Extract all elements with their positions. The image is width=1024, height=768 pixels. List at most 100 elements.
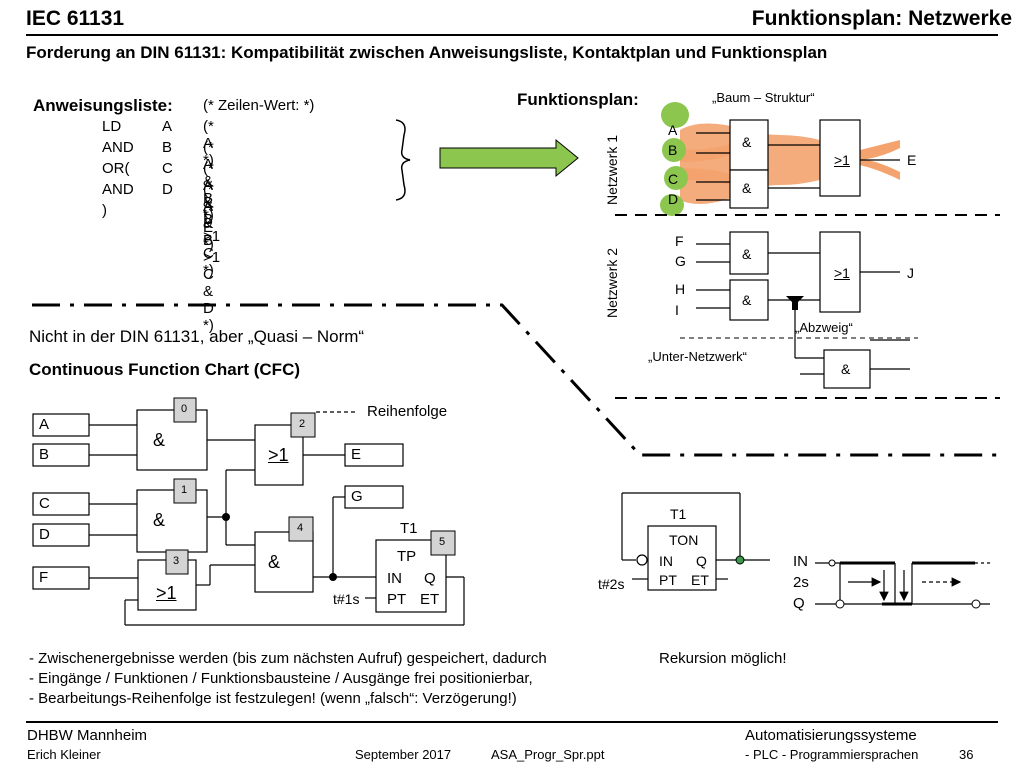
il-comment: (* E *) [203,202,214,253]
footer-file: ASA_Progr_Spr.ppt [491,747,605,762]
order-box-2 [290,412,316,438]
n2-and1-gate [729,231,769,275]
n1-input-d: D [668,191,679,207]
il-op: OR( [102,160,130,177]
cfc-timer-type: TP [397,548,417,565]
n1-input-c: C [668,171,679,187]
cfc-input-c-label: C [39,495,50,512]
ton-name: T1 [670,506,687,522]
cfc-and0-label: & [153,430,166,450]
note-line-1: - Zwischenergebnisse werden (bis zum näc… [29,650,547,667]
ton-q: Q [696,553,707,569]
tree-structure-highlight [660,102,900,216]
cfc-input-d-label: D [39,526,50,543]
n1-output-e: E [907,152,917,168]
n2-and2-label: & [742,292,752,308]
il-arg: B [162,139,173,156]
sub-network-and-label: & [841,361,851,377]
n2-input-i: I [675,302,679,318]
il-op: LD [102,118,122,135]
cfc-input-f-label: F [39,569,49,586]
cfc-and4-label: & [268,552,281,572]
ton-pt: PT [659,572,677,588]
il-comment: (* A & B *) [203,139,214,224]
cfc-timer-et: ET [420,591,440,608]
ton-type: TON [669,532,699,548]
il-arg: D [162,181,173,198]
header-right-title: Funktionsplan: Netzwerke [751,7,1012,30]
il-op: ) [102,202,107,219]
il-comment: (* A & B >1 C & D *) [203,181,221,334]
branch-marker-icon [786,296,804,310]
cfc-input-b-label: B [39,446,50,463]
cfc-heading: Continuous Function Chart (CFC) [29,360,301,379]
n2-output-j: J [907,265,914,281]
branch-label: „Abzweig“ [795,320,853,335]
order-number-2: 2 [299,418,306,430]
order-box-5 [430,530,456,556]
ton-et: ET [691,572,709,588]
cfc-junction-dot [329,573,337,581]
cfc-timer-in: IN [387,570,402,587]
n2-or-label: >1 [834,265,850,281]
order-label: Reihenfolge [367,403,448,420]
cfc-timer-pt: PT [387,591,407,608]
timing-label-2s: 2s [793,574,809,591]
footer-date: September 2017 [355,747,452,762]
tree-label: „Baum – Struktur“ [712,90,815,105]
n2-and1-label: & [742,246,752,262]
cfc-output-e-label: E [351,446,362,463]
cfc-junction-dot [222,513,230,521]
section-separator [32,303,1000,457]
n2-input-f: F [675,233,684,249]
order-box-0 [173,397,197,423]
il-arg: C [162,160,173,177]
order-number-5: 5 [439,536,446,548]
header-left-title: IEC 61131 [26,7,125,30]
il-arg: A [162,118,173,135]
cfc-and1-label: & [153,510,166,530]
timing-marker [971,599,981,609]
note-line-3: - Bearbeitungs-Reihenfolge ist festzuleg… [29,690,517,707]
n2-and2-gate [729,279,769,321]
il-comment: (* A *) [203,118,214,169]
cfc-input-a-label: A [39,416,50,433]
cfc-or3-label: >1 [156,583,177,603]
footer-org: DHBW Mannheim [27,727,148,744]
cfc-timer-q: Q [424,570,436,587]
n1-and1-label: & [742,134,752,150]
footer-rule [26,721,998,723]
order-number-0: 0 [181,403,188,415]
footer-course: Automatisierungssysteme [745,727,917,744]
n2-or-gate [819,231,861,313]
n1-input-a: A [668,122,678,138]
sub-network-label: „Unter-Netzwerk“ [648,349,747,364]
n1-and2-label: & [742,180,752,196]
header-rule [26,34,998,36]
cfc-and-4 [254,531,314,593]
order-number-4: 4 [297,522,304,534]
fbd-heading: Funktionsplan: [517,90,639,109]
note-line-2: - Eingänge / Funktionen / Funktionsbaust… [29,670,533,687]
timing-label-in: IN [793,553,808,570]
timing-marker [828,559,836,567]
ton-preset: t#2s [598,576,625,592]
network2-label: Netzwerk 2 [604,247,620,318]
n1-or-label: >1 [834,152,850,168]
cfc-output-g-label: G [351,488,363,505]
n1-and1-gate [729,119,769,171]
cfc-note: Nicht in der DIN 61131, aber „Quasi – No… [29,327,365,346]
big-arrow-icon [439,138,579,178]
n2-input-g: G [675,253,686,269]
timing-diagram [815,561,990,608]
cfc-timer-name: T1 [400,520,418,537]
order-box-3 [165,549,189,575]
footer-author: Erich Kleiner [27,747,101,762]
network1-label: Netzwerk 1 [604,134,620,205]
order-number-3: 3 [173,555,180,567]
cfc-or2-label: >1 [268,445,289,465]
ton-output-dot [735,555,745,565]
ton-in: IN [659,553,673,569]
il-op: AND [102,139,134,156]
